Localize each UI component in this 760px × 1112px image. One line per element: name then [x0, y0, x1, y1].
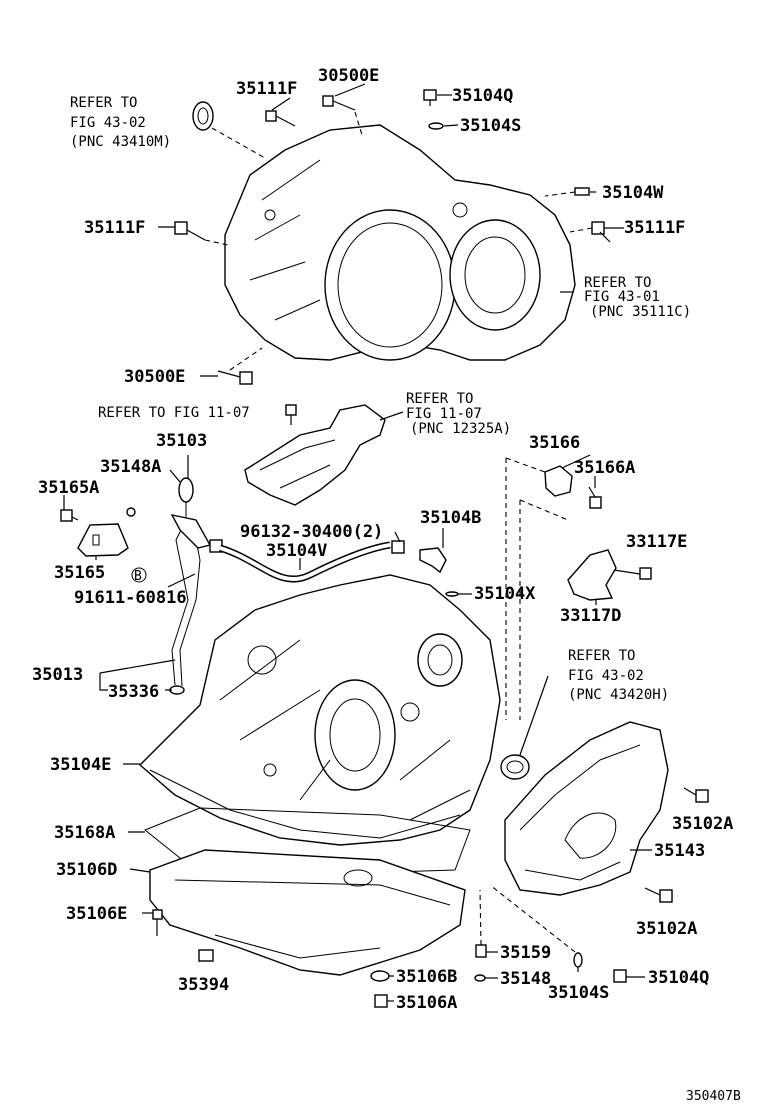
clip-35148A	[126, 507, 136, 517]
svg-text:FIG 11-07: FIG 11-07	[406, 406, 482, 422]
label-96132-30400: 96132-30400(2)	[240, 522, 383, 542]
reference-note-2: REFER TO FIG 43-01 (PNC 35111C)	[584, 275, 691, 320]
svg-text:(PNC 12325A): (PNC 12325A)	[410, 421, 511, 437]
label-33117D: 33117D	[560, 606, 621, 626]
plug-35106A	[374, 994, 388, 1008]
label-35104W: 35104W	[602, 183, 664, 203]
label-35148: 35148	[500, 969, 551, 989]
bolt-30500E-bottom	[217, 347, 263, 385]
label-35102A-bottom: 35102A	[636, 919, 697, 939]
oil-pan-35106D	[149, 849, 466, 976]
bracket-33117D	[567, 549, 652, 601]
oring-35104S-top	[428, 122, 444, 130]
label-35104X: 35104X	[474, 584, 536, 604]
bolt-35165A	[60, 509, 79, 522]
bolt-35111F-top	[265, 110, 296, 127]
label-35394: 35394	[178, 975, 229, 995]
label-35104S-top: 35104S	[460, 116, 521, 136]
label-30500E-top: 30500E	[318, 66, 379, 86]
plug-35104Q-top	[423, 89, 437, 106]
reference-note-3: REFER TO FIG 11-07	[98, 405, 250, 421]
label-30500E-bottom: 30500E	[124, 367, 185, 387]
label-35165: 35165	[54, 563, 105, 583]
svg-text:FIG 43-02: FIG 43-02	[70, 115, 146, 131]
label-35166: 35166	[529, 433, 580, 453]
oil-seal-top	[192, 101, 266, 159]
label-35013: 35013	[32, 665, 83, 685]
bolt-35111F-left	[174, 221, 229, 246]
bolt-35111F-right	[569, 221, 611, 243]
transaxle-case	[138, 574, 501, 846]
pin-35104W	[544, 187, 590, 197]
bolt-35102A-top	[683, 787, 709, 803]
side-cover-35143	[504, 721, 669, 896]
svg-text:REFER TO: REFER TO	[406, 391, 473, 407]
label-35106E: 35106E	[66, 904, 127, 924]
svg-text:REFER TO: REFER TO	[568, 648, 635, 664]
label-35106B: 35106B	[396, 967, 457, 987]
strainer-35159	[475, 889, 487, 958]
svg-text:FIG 43-01: FIG 43-01	[584, 289, 660, 305]
label-35168A: 35168A	[54, 823, 115, 843]
svg-text:(PNC 35111C): (PNC 35111C)	[590, 304, 691, 320]
label-35106D: 35106D	[56, 860, 117, 880]
label-91611-60816: 91611-60816	[74, 588, 187, 608]
label-35104B: 35104B	[420, 508, 481, 528]
plug-35104Q-bottom	[613, 969, 627, 983]
reference-note-5: REFER TO FIG 43-02 (PNC 43420H)	[568, 648, 669, 703]
label-35102A-top: 35102A	[672, 814, 733, 834]
bolt-30500E-top	[322, 95, 363, 136]
label-35159: 35159	[500, 943, 551, 963]
bolt-35102A-bottom	[644, 887, 673, 903]
hose-35104V	[218, 540, 405, 583]
label-35103: 35103	[156, 431, 207, 451]
svg-text:REFER TO: REFER TO	[584, 275, 651, 291]
bolt-b-label: B	[134, 569, 142, 584]
label-35104Q-top: 35104Q	[452, 86, 513, 106]
gasket-35106B	[370, 970, 390, 982]
label-35165A: 35165A	[38, 478, 99, 498]
reference-note-4: REFER TO FIG 11-07 (PNC 12325A)	[406, 391, 511, 437]
label-35111F-top: 35111F	[236, 79, 297, 99]
magnet-35394	[198, 949, 214, 962]
oring-35104X	[445, 591, 459, 597]
oring-35148	[474, 974, 486, 982]
oil-seal-right	[500, 675, 549, 780]
label-35104E: 35104E	[50, 755, 111, 775]
label-35143: 35143	[654, 841, 705, 861]
label-35111F-right: 35111F	[624, 218, 685, 238]
leader-lines	[63, 83, 652, 1002]
guide-line-3	[519, 499, 569, 521]
label-35104V: 35104V	[266, 541, 327, 561]
label-35336: 35336	[108, 682, 159, 702]
reference-note-1: REFER TO FIG 43-02 (PNC 43410M)	[70, 95, 171, 150]
union-35104B	[419, 528, 447, 574]
svg-text:REFER TO: REFER TO	[70, 95, 137, 111]
label-35104Q-bottom: 35104Q	[648, 968, 709, 988]
label-35111F-left: 35111F	[84, 218, 145, 238]
bolt-35106E	[152, 909, 163, 936]
label-35166A: 35166A	[574, 458, 635, 478]
svg-text:(PNC 43410M): (PNC 43410M)	[70, 134, 171, 150]
label-35148A: 35148A	[100, 457, 161, 477]
dipstick-assembly	[167, 477, 223, 695]
label-33117E: 33117E	[626, 532, 687, 552]
label-35104S-bottom: 35104S	[548, 983, 609, 1003]
svg-text:REFER TO FIG 11-07: REFER TO FIG 11-07	[98, 405, 250, 421]
sensor-35166	[544, 465, 602, 509]
label-35106A: 35106A	[396, 993, 457, 1013]
transaxle-housing	[224, 124, 576, 361]
bolt-marker-b: B	[131, 567, 147, 584]
bracket-11-07	[244, 404, 386, 506]
svg-text:(PNC 43420H): (PNC 43420H)	[568, 687, 669, 703]
figure-id: 350407B	[686, 1089, 741, 1104]
bracket-35165	[77, 523, 129, 557]
guide-line-2	[505, 457, 546, 473]
svg-text:FIG 43-02: FIG 43-02	[568, 668, 644, 684]
